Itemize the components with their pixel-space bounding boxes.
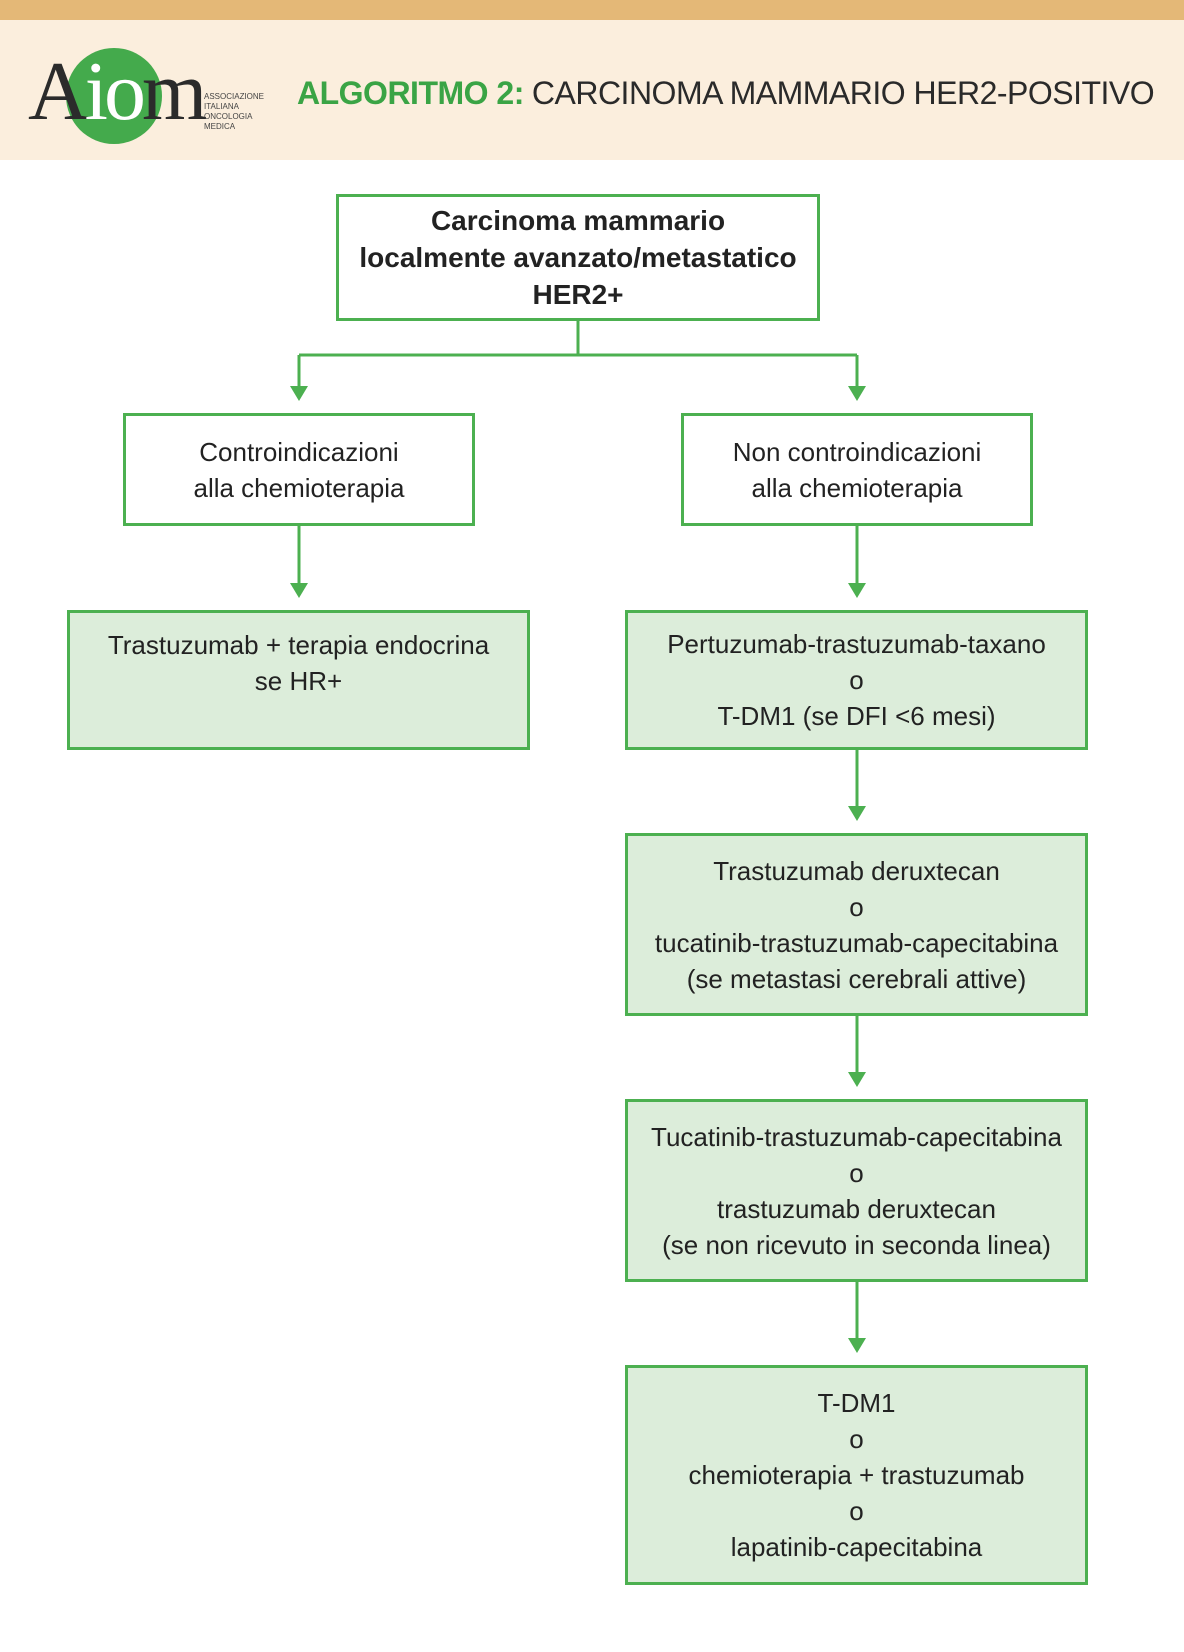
header-top-strip [0,0,1184,20]
header-banner: Aiom ASSOCIAZIONE ITALIANA ONCOLOGIA MED… [0,20,1184,160]
page-title: ALGORITMO 2:CARCINOMA MAMMARIO HER2-POSI… [297,75,1155,112]
left-condition-node: Controindicazioni alla chemioterapia [123,413,475,526]
line2-node: Trastuzumab deruxtecan o tucatinib-trast… [625,833,1088,1016]
logo-green-circle [66,48,162,144]
root-node: Carcinoma mammario localmente avanzato/m… [336,194,820,321]
title-main: CARCINOMA MAMMARIO HER2-POSITIVO [531,75,1155,111]
logo-lettering: Aiom [28,45,207,138]
logo-subtitle: ASSOCIAZIONE ITALIANA ONCOLOGIA MEDICA [204,92,265,131]
line4-node: T-DM1 o chemioterapia + trastuzumab o la… [625,1365,1088,1585]
left-treatment-node: Trastuzumab + terapia endocrina se HR+ [67,610,530,750]
right-condition-node: Non controindicazioni alla chemioterapia [681,413,1033,526]
aiom-logo: Aiom ASSOCIAZIONE ITALIANA ONCOLOGIA MED… [20,40,290,150]
line1-node: Pertuzumab-trastuzumab-taxano o T-DM1 (s… [625,610,1088,750]
line3-node: Tucatinib-trastuzumab-capecitabina o tra… [625,1099,1088,1282]
title-prefix: ALGORITMO 2: [297,75,524,111]
